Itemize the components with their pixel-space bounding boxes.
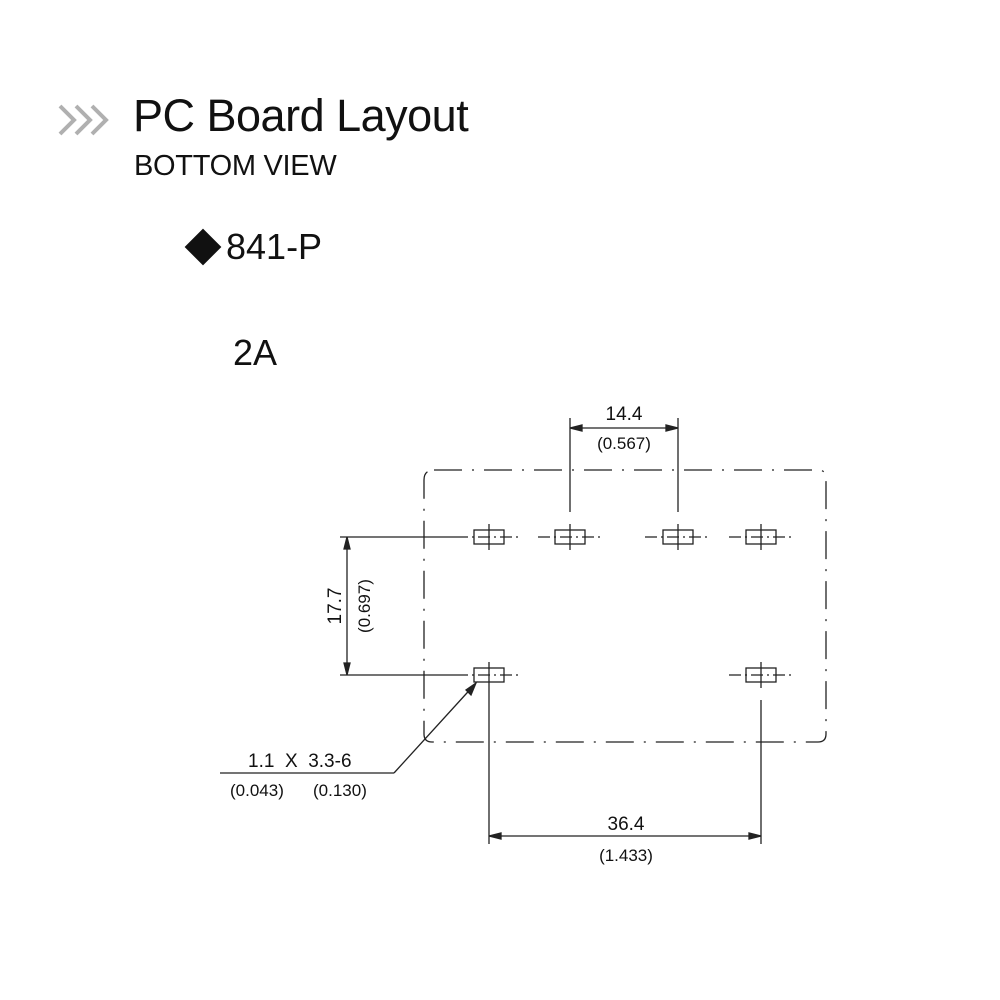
- pin-slot-top-3: [645, 524, 711, 550]
- dim-slot-width-inch: (0.043): [230, 781, 284, 800]
- dim-row-spacing-inch: (0.697): [355, 579, 374, 633]
- pin-slot-top-4: [729, 524, 793, 550]
- model-name: 841-P: [226, 226, 323, 267]
- dim-slot-length-inch: (0.130): [313, 781, 367, 800]
- triple-chevron-right-icon: [58, 104, 109, 136]
- pin-slot-bottom-2: [729, 662, 793, 688]
- dim-row-spacing-mm: 17.7: [325, 588, 346, 625]
- dim-top-pitch-mm: 14.4: [606, 404, 643, 425]
- pin-slot-top-2: [538, 524, 602, 550]
- view-subtitle: BOTTOM VIEW: [134, 150, 337, 182]
- dim-bottom-span-mm: 36.4: [608, 814, 645, 835]
- dim-bottom-span-inch: (1.433): [599, 846, 653, 865]
- header: PC Board Layout BOTTOM VIEW 841-P 2A: [0, 0, 1000, 400]
- dim-top-pitch-inch: (0.567): [597, 434, 651, 453]
- dim-slot-size-mm: 1.1 X 3.3-6: [248, 751, 352, 772]
- pin-slot-top-1: [456, 524, 522, 550]
- board-outline: [423, 469, 827, 743]
- page-title: PC Board Layout: [133, 90, 469, 141]
- pin-slot-bottom-1: [456, 662, 522, 688]
- variant-label: 2A: [233, 332, 278, 373]
